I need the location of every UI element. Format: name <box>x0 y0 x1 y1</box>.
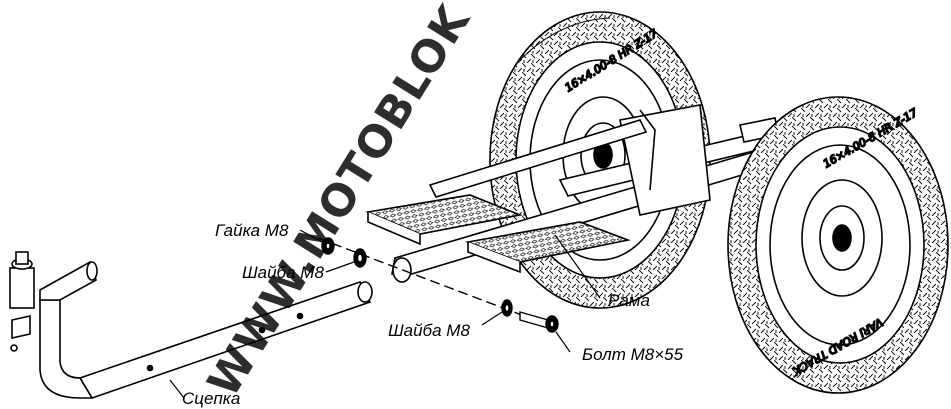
label-frame: Рама <box>608 291 650 310</box>
hitch <box>9 251 373 399</box>
label-bolt-m8x55: Болт М8×55 <box>582 345 684 364</box>
bolt-m8x55 <box>519 311 559 333</box>
label-washer-m8-upper: Шайба М8 <box>242 263 324 282</box>
label-nut-m8: Гайка М8 <box>215 221 289 240</box>
label-hitch: Сцепка <box>182 389 240 408</box>
fasteners <box>317 237 559 333</box>
assembly-axis <box>317 237 557 329</box>
washer-m8-lower <box>501 299 513 317</box>
front-wheel: 16×4.00-8 HR Z-17 VARI ROAD TRACK <box>727 96 949 394</box>
frame <box>365 104 780 283</box>
washer-m8-upper <box>353 248 367 268</box>
leader-lines <box>169 229 601 399</box>
nut-m8 <box>321 237 335 255</box>
label-washer-m8-lower: Шайба М8 <box>388 321 470 340</box>
front-hub <box>801 179 883 297</box>
footboard-lower <box>465 221 631 263</box>
